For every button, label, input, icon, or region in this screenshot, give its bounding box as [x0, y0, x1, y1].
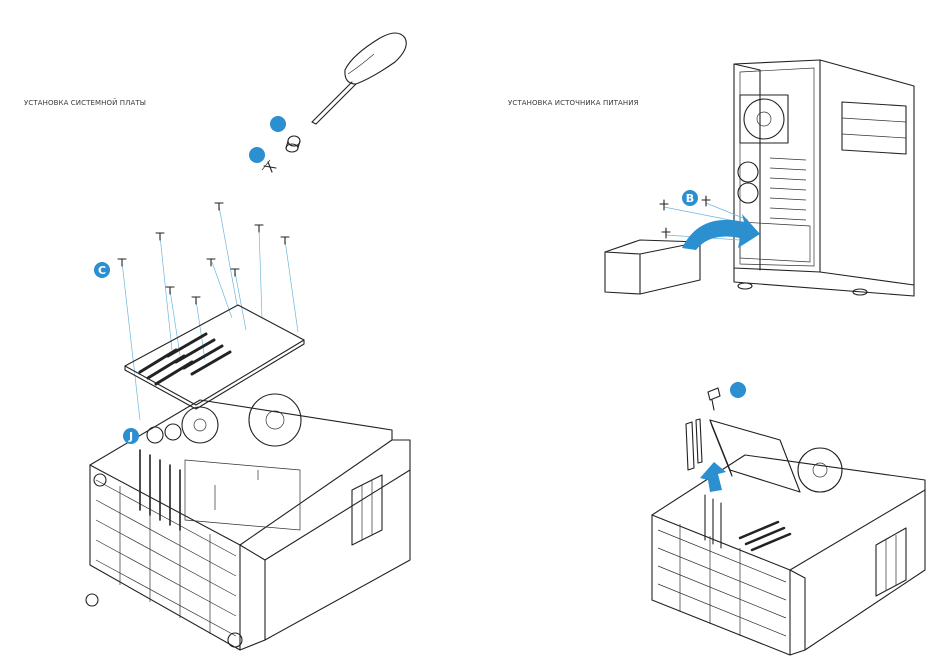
badge-b-label: B [686, 192, 694, 205]
badge-j-label: J [128, 430, 133, 443]
motherboard-install-illustration [86, 203, 410, 650]
screws [118, 203, 289, 304]
badge-j: J [123, 428, 139, 444]
step-badge-blank-3 [730, 382, 746, 398]
insert-arrow [682, 214, 760, 250]
badge-c-label: C [98, 264, 106, 277]
psu-install-illustration [605, 60, 914, 296]
step-badge-blank-1 [270, 116, 286, 132]
gpu-install-illustration [652, 388, 925, 655]
gpu-insert-arrow [700, 462, 726, 492]
step-badge-blank-2 [249, 147, 265, 163]
badge-c: C [94, 262, 110, 278]
screwdriver-illustration [262, 33, 406, 172]
badge-b: B [682, 190, 698, 206]
